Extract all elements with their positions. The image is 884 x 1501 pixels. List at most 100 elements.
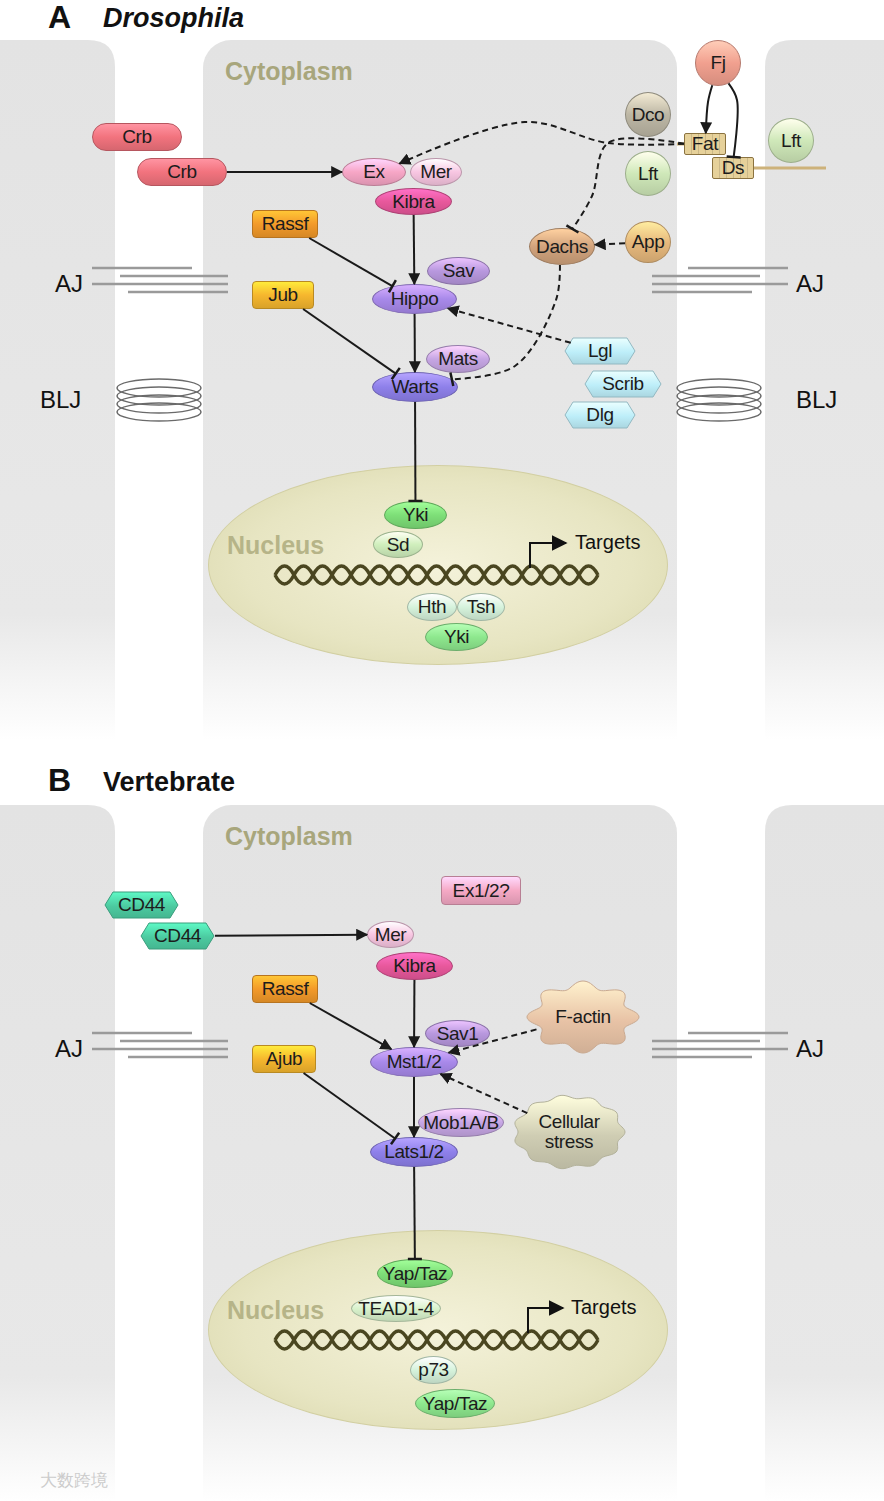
protein-oval: Kibra	[375, 188, 452, 215]
protein-name: Sav1	[437, 1024, 479, 1044]
activation-connector	[441, 1074, 528, 1113]
connector-line	[448, 308, 571, 342]
protein-name: Sd	[387, 535, 409, 555]
protein-name: Ex	[363, 162, 384, 182]
inhibition-connector	[408, 1167, 422, 1259]
protein-name: Hippo	[391, 289, 439, 309]
connector-line	[595, 243, 625, 245]
protein-name: Rassf	[262, 214, 309, 234]
protein-name: Hth	[418, 597, 446, 617]
protein-oval: App	[625, 221, 671, 263]
protein-name: Fat	[692, 134, 718, 154]
protein-name: Mats	[438, 349, 478, 369]
junction-line	[652, 275, 760, 278]
hexagon-shape	[565, 402, 635, 428]
junction-label: AJ	[55, 271, 83, 297]
junction-coil	[117, 379, 201, 397]
protein-name: Tsh	[467, 597, 495, 617]
protein-name: Dachs	[536, 237, 588, 257]
inhibition-bar	[408, 1258, 422, 1261]
protein-name: Fj	[710, 53, 725, 73]
protein-name: Lft	[781, 131, 801, 151]
junction-line	[652, 291, 752, 294]
connector-line	[441, 1074, 528, 1113]
neighbor-cell	[765, 805, 884, 1501]
stress-cloud: Cellular stress	[510, 1092, 628, 1172]
polarity-protein: CD44	[140, 922, 215, 950]
nucleus: NucleusYkiSdHthTshYki	[208, 465, 668, 665]
inhibition-bar	[391, 1133, 399, 1144]
protein-oval: Lft	[625, 151, 671, 196]
protein-oval: Sav	[427, 257, 490, 285]
cadherin-protein: Ds	[712, 157, 754, 179]
protein-oval: p73	[410, 1356, 457, 1384]
basolateral-junction	[117, 379, 761, 421]
protein-name: Jub	[268, 285, 297, 305]
protein-oval: Mob1A/B	[418, 1108, 504, 1137]
protein-name: App	[632, 232, 665, 252]
protein-oval: Mer	[410, 158, 462, 186]
connector-line	[413, 1167, 416, 1259]
connector-line	[304, 1073, 396, 1138]
junction-line	[120, 275, 228, 278]
activation-connector	[414, 1077, 415, 1137]
junction-line	[92, 1032, 192, 1035]
neighbor-cell	[765, 40, 884, 740]
junction-line	[92, 1048, 228, 1051]
junction-coil	[677, 387, 761, 405]
connector-line	[400, 122, 684, 164]
connector-line	[572, 138, 684, 229]
activation-connector	[400, 122, 684, 164]
dna-strand	[275, 1331, 598, 1349]
junction-line	[92, 267, 192, 270]
inhibition-bar	[392, 368, 400, 379]
protein-name: Crb	[122, 127, 151, 147]
activation-connector	[449, 1029, 537, 1052]
compartment-label: Nucleus	[227, 532, 324, 558]
protein-name: Yap/Taz	[383, 1264, 447, 1284]
junction-coil	[677, 403, 761, 421]
protein-name: Mer	[420, 162, 452, 182]
hexagon-shape	[585, 371, 661, 397]
protein-name: Lgl	[588, 341, 612, 361]
junction-label: AJ	[55, 1036, 83, 1062]
connector-line	[303, 309, 396, 374]
connector-line	[215, 935, 367, 936]
nucleus: NucleusYap/TazTEAD1-4p73Yap/Taz	[208, 1230, 668, 1430]
connector-line	[413, 215, 416, 284]
protein-name: Mst1/2	[387, 1052, 442, 1072]
activation-connector	[448, 308, 571, 342]
connector-line	[414, 314, 416, 372]
dna-strand	[275, 1331, 598, 1349]
polarity-protein: Dlg	[564, 401, 636, 429]
connector-line	[414, 402, 416, 501]
hexagon-shape	[105, 892, 178, 918]
inhibition-bar	[566, 225, 578, 232]
protein-oval: Yki	[425, 623, 488, 651]
protein-name: CD44	[118, 895, 165, 915]
protein-name: Scrib	[602, 374, 643, 394]
protein-name: Lats1/2	[384, 1142, 444, 1162]
protein-name: Rassf	[262, 979, 309, 999]
inhibition-bar	[389, 280, 396, 292]
protein-box: Ex1/2?	[441, 876, 521, 905]
inhibition-connector	[309, 238, 396, 292]
cloud-shape	[515, 1095, 625, 1168]
protein-oval: Hth	[407, 593, 457, 621]
protein-oval: Mats	[426, 345, 490, 373]
protein-oval: Mer	[367, 921, 414, 948]
protein-box: Rassf	[252, 210, 318, 238]
protein-oval: Fj	[695, 40, 741, 86]
transcription-arrow	[528, 1308, 563, 1333]
protein-oval: Tsh	[457, 593, 505, 621]
connector-line	[413, 1077, 415, 1137]
membrane-protein: Crb	[92, 123, 182, 151]
protein-box: Ajub	[252, 1045, 316, 1073]
cadherin-protein: Fat	[684, 133, 726, 155]
activation-connector	[595, 243, 625, 245]
inhibition-connector	[303, 309, 400, 379]
cell-body: CytoplasmEx1/2?MerKibraRassfSav1Mst1/2Aj…	[203, 805, 677, 1501]
inhibition-bar	[408, 500, 422, 503]
protein-name: Mob1A/B	[423, 1113, 498, 1133]
junction-label: AJ	[796, 1036, 824, 1062]
